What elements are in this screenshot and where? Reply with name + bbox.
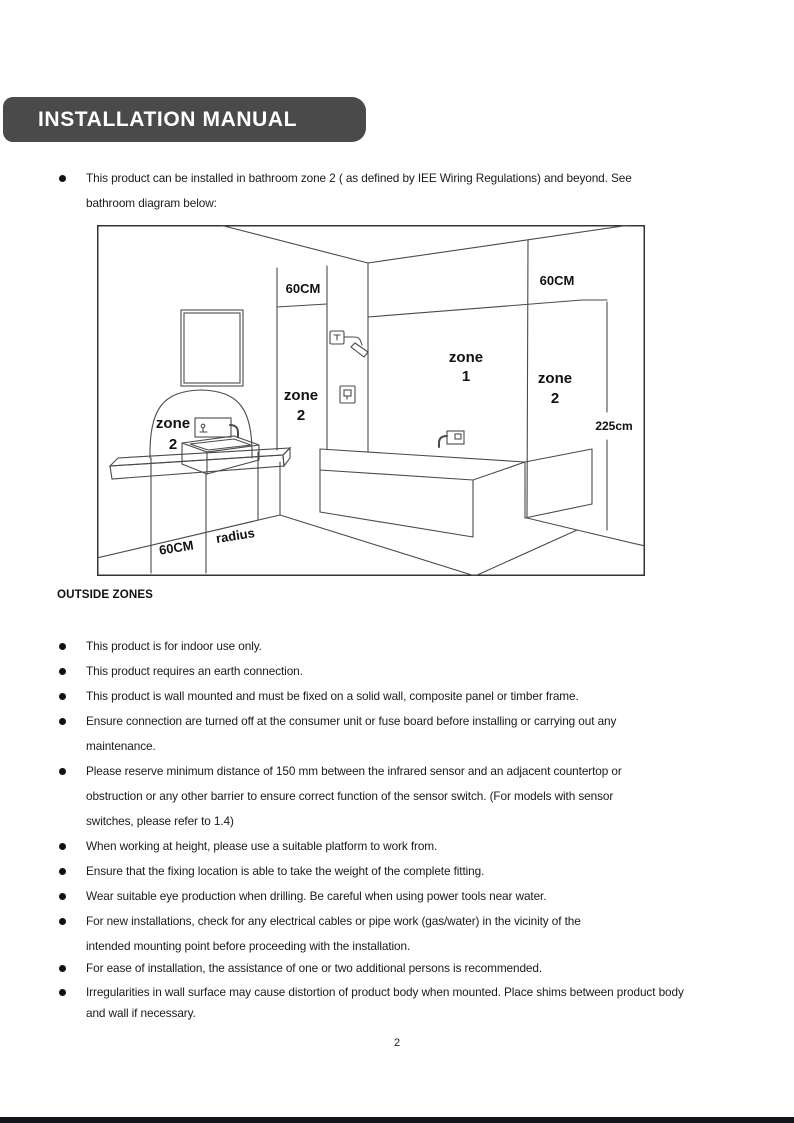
bullet-icon — [59, 989, 66, 996]
list-item: This product is wall mounted and must be… — [59, 684, 684, 709]
title-banner: INSTALLATION MANUAL — [3, 97, 366, 142]
list-item-line: Wear suitable eye production when drilli… — [86, 889, 547, 903]
bullet-icon — [59, 918, 66, 925]
shelf-top — [108, 447, 292, 467]
diagram-border — [97, 225, 645, 576]
tub-back-rim — [319, 448, 526, 463]
ceiling-edge-left — [219, 224, 369, 264]
page-number: 2 — [393, 1037, 401, 1049]
list-item: Ensure that the fixing location is able … — [59, 859, 684, 884]
list-item-line: obstruction or any other barrier to ensu… — [86, 789, 614, 803]
list-item-line: Ensure that the fixing location is able … — [86, 864, 485, 878]
bullet-icon — [59, 893, 66, 900]
zone-top-line-right — [367, 299, 608, 318]
mirror-inner-frame — [183, 312, 241, 384]
bullet-icon — [59, 965, 66, 972]
zone-strip-top-line — [276, 303, 328, 308]
list-item-line: This product is wall mounted and must be… — [86, 689, 579, 703]
list-item-line: For ease of installation, the assistance… — [86, 961, 543, 975]
sink-faucet-symbol — [199, 427, 208, 433]
list-item-line: Irregularities in wall surface may cause… — [86, 985, 684, 999]
list-item: For new installations, check for any ele… — [59, 909, 684, 959]
list-item-line: switches, please refer to 1.4) — [86, 814, 234, 828]
label-zone1-word: zone — [449, 349, 483, 366]
sink-faucet-spout — [229, 424, 239, 438]
label-radius: radius — [215, 525, 256, 546]
bullet-icon — [59, 718, 66, 725]
intro-bullet: This product can be installed in bathroo… — [59, 166, 632, 216]
label-zone1-number: 1 — [462, 368, 470, 385]
floor-seam-right — [474, 529, 578, 577]
list-item-line: This product is for indoor use only. — [86, 639, 262, 653]
bullet-icon — [59, 768, 66, 775]
list-item: Irregularities in wall surface may cause… — [59, 982, 684, 1024]
wall-corner-right — [526, 239, 529, 519]
bullet-icon — [59, 175, 66, 182]
floor-right-wall-base — [576, 529, 646, 547]
bathroom-zones-diagram: 60CM 60CM zone 1 zone 2 zone 2 zone 2 22… — [96, 224, 646, 577]
list-item-line: This product requires an earth connectio… — [86, 664, 303, 678]
tub-front-bottom — [319, 511, 474, 538]
shower-pipe — [343, 336, 363, 346]
floor-back-wall-base — [526, 517, 578, 531]
list-item: For ease of installation, the assistance… — [59, 956, 684, 981]
basin-front — [181, 442, 208, 475]
tub-faucet-spout — [438, 435, 448, 448]
list-item-line: intended mounting point before proceedin… — [86, 939, 411, 953]
label-zone2-right-number: 2 — [551, 390, 559, 407]
tub-right-rim — [524, 448, 593, 463]
bottom-bar — [0, 1117, 794, 1123]
list-item-line: maintenance. — [86, 739, 156, 753]
label-zone2-sink-word: zone — [156, 415, 190, 432]
list-item: When working at height, please use a sui… — [59, 834, 684, 859]
list-item: Ensure connection are turned off at the … — [59, 709, 684, 759]
label-60cm-right: 60CM — [540, 273, 575, 288]
list-item-line: When working at height, please use a sui… — [86, 839, 438, 853]
sink-arch — [149, 389, 253, 459]
tub-front-rim — [319, 461, 526, 481]
label-zone2-right-word: zone — [538, 370, 572, 387]
label-60cm-floor: 60CM — [158, 537, 195, 557]
bullet-icon — [59, 843, 66, 850]
page-title: INSTALLATION MANUAL — [38, 107, 298, 131]
label-60cm-strip: 60CM — [286, 281, 321, 296]
bullet-icon — [59, 693, 66, 700]
intro-line: bathroom diagram below: — [86, 196, 217, 210]
basin-rim-inner — [189, 438, 252, 451]
switch-plate — [339, 385, 356, 404]
list-item-line: and wall if necessary. — [86, 1006, 196, 1020]
list-item: Please reserve minimum distance of 150 m… — [59, 759, 684, 834]
label-zone2-mid-word: zone — [284, 387, 318, 404]
list-item: Wear suitable eye production when drilli… — [59, 884, 684, 909]
list-item-line: Ensure connection are turned off at the … — [86, 714, 617, 728]
bullet-icon — [59, 668, 66, 675]
list-item-line: For new installations, check for any ele… — [86, 914, 581, 928]
shelf-end — [282, 446, 291, 468]
instruction-list: This product is for indoor use only. Thi… — [59, 634, 684, 1024]
sink-faucet-plate — [194, 417, 232, 438]
list-item-line: Please reserve minimum distance of 150 m… — [86, 764, 622, 778]
label-zone2-sink-number: 2 — [169, 436, 177, 453]
sink-faucet-knob — [200, 423, 206, 429]
tub-faucet-plate — [446, 430, 465, 445]
ceiling-edge-right — [367, 224, 631, 264]
switch-button — [343, 389, 352, 397]
floor-left-wall-base — [96, 514, 281, 559]
mirror — [180, 309, 244, 387]
diagram-canvas: 60CM 60CM zone 1 zone 2 zone 2 zone 2 22… — [96, 224, 646, 577]
shower-plate-symbol — [333, 334, 341, 341]
bullet-icon — [59, 868, 66, 875]
label-225cm: 225cm — [595, 419, 632, 433]
intro-line: This product can be installed in bathroo… — [86, 171, 632, 185]
list-item: This product is for indoor use only. — [59, 634, 684, 659]
label-zone2-mid-number: 2 — [297, 407, 305, 424]
outside-zones-heading: OUTSIDE ZONES — [57, 588, 153, 601]
tub-faucet-symbol — [454, 433, 462, 440]
list-item: This product requires an earth connectio… — [59, 659, 684, 684]
shower-head — [350, 342, 369, 358]
bullet-icon — [59, 643, 66, 650]
floor-seam-left — [279, 514, 476, 577]
tub-bottom-right — [524, 503, 593, 519]
